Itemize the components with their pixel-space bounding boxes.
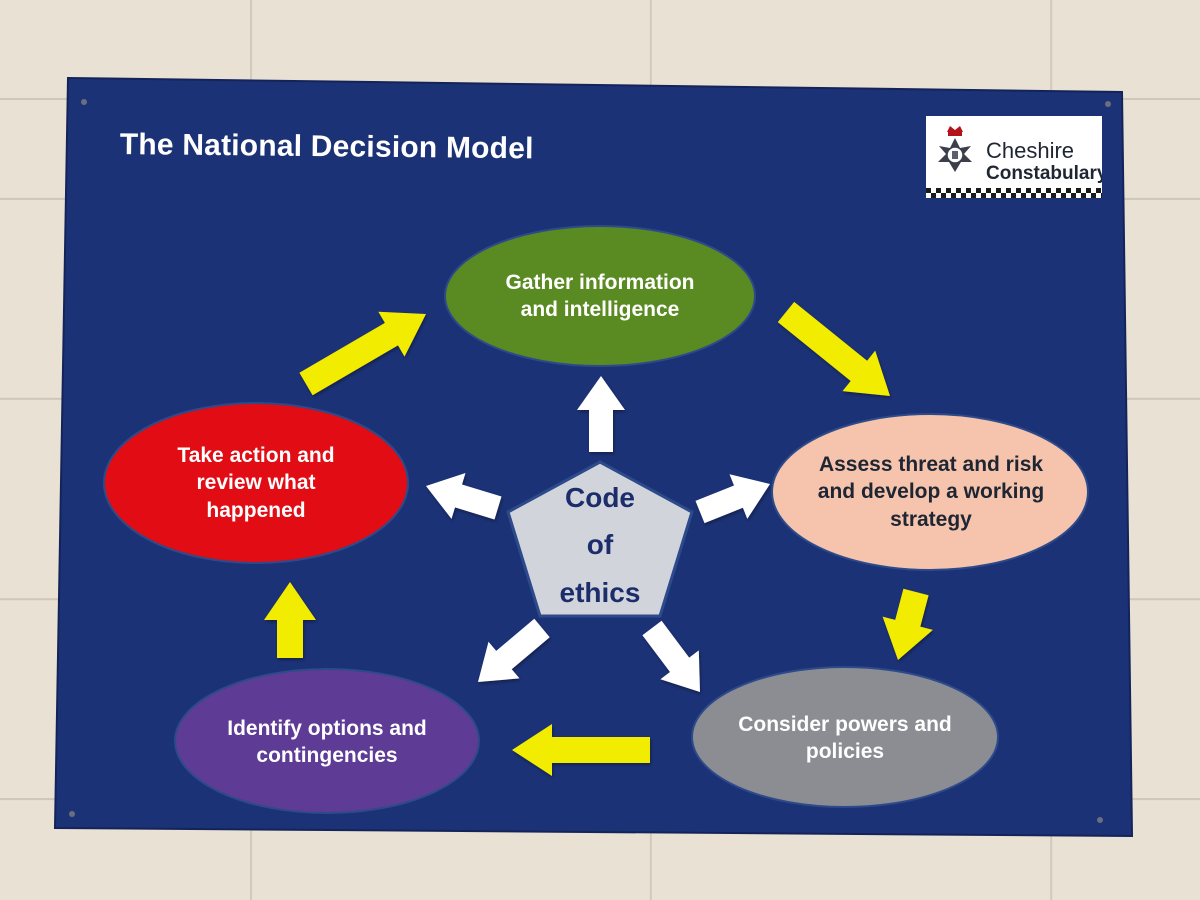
node-powers-ellipse — [691, 666, 999, 808]
board-screw — [69, 811, 75, 817]
page-title: The National Decision Model — [119, 128, 534, 166]
ethics-arrow-down-left — [478, 618, 550, 682]
center-line: Code — [565, 481, 635, 513]
police-crest-icon — [938, 126, 972, 172]
node-action-ellipse — [103, 402, 409, 564]
center-line: of — [586, 529, 614, 561]
ethics-arrows — [426, 376, 770, 692]
board-background — [53, 76, 1134, 838]
flow-arrow-gather-to-assess — [777, 301, 890, 396]
flow-arrows — [264, 301, 933, 776]
logo-text-line1: Cheshire — [986, 138, 1075, 163]
center-line: ethics — [559, 576, 641, 608]
code-of-ethics-pentagon — [506, 460, 694, 618]
code-of-ethics-label: Code of ethics — [520, 475, 680, 615]
flow-arrow-assess-to-powers — [882, 588, 933, 660]
node-powers-text: Consider powers and policies — [738, 712, 952, 763]
node-assess-text: Assess threat and risk and develop a wor… — [817, 453, 1045, 531]
flow-arrow-options-to-action — [264, 582, 316, 658]
node-options-text: Identify options and contingencies — [227, 716, 427, 767]
ethics-arrow-down-right — [642, 620, 700, 692]
constabulary-logo: Cheshire Constabulary — [926, 116, 1102, 198]
ethics-arrow-left — [426, 473, 502, 520]
node-gather-ellipse — [444, 225, 756, 367]
board-screw — [1097, 817, 1103, 823]
board-screw — [1105, 101, 1111, 107]
node-action-text: Take action and review what happened — [177, 444, 335, 522]
flow-arrow-action-to-gather — [299, 311, 426, 396]
ethics-arrow-up — [577, 376, 625, 452]
node-options-ellipse — [174, 668, 480, 814]
board-screw — [81, 99, 87, 105]
logo-checker-band — [926, 193, 1102, 198]
ethics-arrow-right — [695, 474, 770, 524]
flow-arrow-powers-to-options — [512, 724, 650, 776]
node-gather-text: Gather information and intelligence — [505, 270, 695, 321]
logo-text-line2: Constabulary — [986, 163, 1102, 184]
node-assess-ellipse — [771, 413, 1089, 571]
